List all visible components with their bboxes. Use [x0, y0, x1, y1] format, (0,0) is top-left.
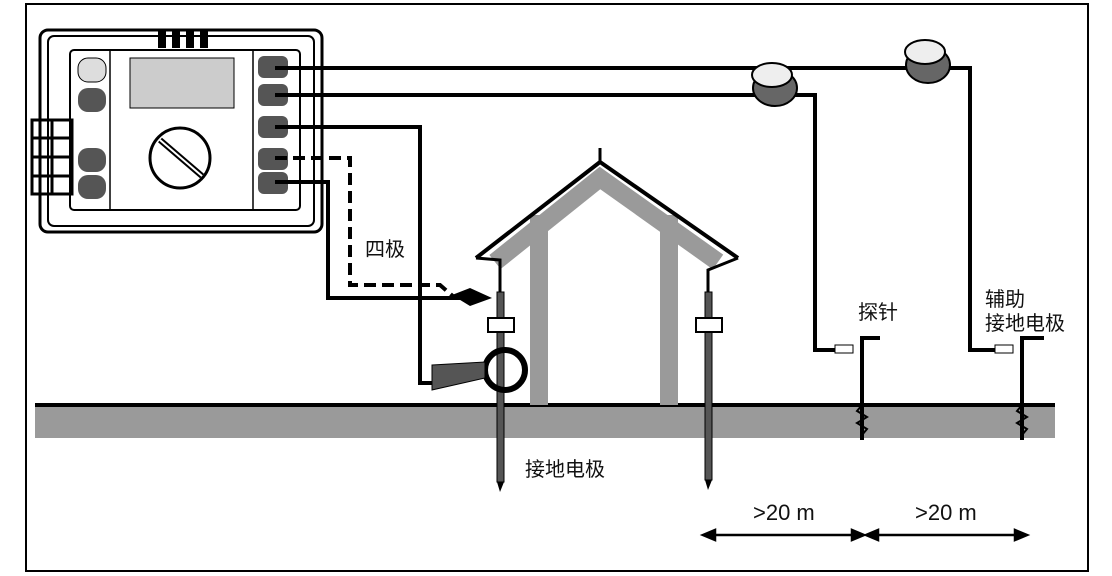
label-aux-line2: 接地电极: [985, 311, 1065, 335]
wire-aux: [275, 66, 1005, 352]
wire-es: [275, 180, 480, 300]
label-distance-2: >20 m: [915, 500, 977, 525]
label-probe: 探针: [858, 300, 898, 324]
second-electrode: [695, 291, 723, 490]
probe-rod: [834, 336, 880, 440]
label-aux-line1: 辅助: [985, 287, 1025, 311]
frame: [25, 3, 1089, 572]
cable-reel-probe: [751, 62, 798, 107]
cable-reel-aux: [904, 39, 951, 84]
label-four-pole: 四极: [365, 237, 405, 261]
wire-s-dashed: [275, 156, 457, 300]
wires: [275, 66, 1005, 385]
label-distance-1: >20 m: [753, 500, 815, 525]
wire-probe: [275, 93, 845, 352]
label-earth-electrode: 接地电极: [525, 457, 605, 481]
house: [474, 148, 740, 405]
distance-arrows: [699, 528, 1031, 542]
earth-ground-tester: [30, 28, 324, 234]
ground: [35, 403, 1055, 438]
aux-rod: [994, 336, 1044, 440]
current-clamp: [431, 347, 528, 393]
